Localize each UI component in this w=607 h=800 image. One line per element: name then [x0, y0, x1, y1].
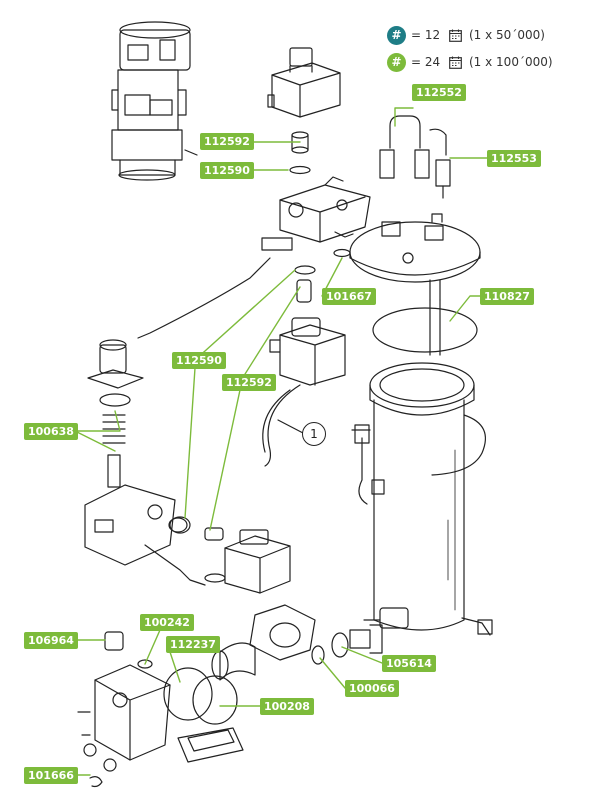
bottom-valve-body — [77, 631, 171, 772]
boiler-body — [351, 362, 493, 636]
sensor-cable — [137, 257, 271, 339]
boiler-fitting — [349, 624, 383, 654]
overview-assembly-thumbnail — [111, 21, 198, 181]
part-label-106964[interactable]: 106964 — [24, 632, 78, 649]
part-label-100638[interactable]: 100638 — [24, 423, 78, 440]
o-ring-101667 — [333, 248, 351, 258]
o-ring-100208 — [192, 675, 238, 725]
pump-assembly — [84, 339, 226, 586]
legend-interval-100000: (1 x 100´000) — [469, 55, 553, 69]
upper-solenoid-valve — [267, 47, 341, 175]
o-ring-105614 — [331, 632, 349, 658]
sensor-bracket — [261, 237, 293, 251]
legend: # = 12 (1 x 50´000) # = 24 (1 x 100´000) — [387, 26, 597, 74]
part-label-105614[interactable]: 105614 — [382, 655, 436, 672]
part-label-112592[interactable]: 112592 — [222, 374, 276, 391]
hose-1 — [262, 384, 301, 467]
leader-lines — [74, 91, 489, 776]
part-label-112553[interactable]: 112553 — [487, 150, 541, 167]
legend-badge-green: # — [387, 53, 406, 72]
upper-valve-block — [279, 176, 371, 243]
part-label-110827[interactable]: 110827 — [480, 288, 534, 305]
calendar-icon — [449, 56, 462, 69]
filter-frame — [177, 727, 244, 763]
part-label-112552[interactable]: 112552 — [412, 84, 466, 101]
gasket-112237 — [163, 667, 213, 721]
part-label-112237[interactable]: 112237 — [166, 636, 220, 653]
part-label-101667[interactable]: 101667 — [322, 288, 376, 305]
middle-solenoid-valve — [269, 265, 346, 386]
flow-meter-housing — [211, 604, 316, 681]
legend-badge-teal: # — [387, 26, 406, 45]
part-label-112590[interactable]: 112590 — [200, 162, 254, 179]
o-ring-100242 — [137, 659, 153, 669]
callout-leader — [277, 419, 304, 434]
lower-solenoid-coil — [204, 527, 291, 594]
o-ring-pump — [168, 517, 188, 533]
legend-count-24: = 24 — [411, 55, 441, 69]
part-label-100066[interactable]: 100066 — [345, 680, 399, 697]
part-label-100242[interactable]: 100242 — [140, 614, 194, 631]
part-label-101666[interactable]: 101666 — [24, 767, 78, 784]
o-ring-100066 — [311, 645, 325, 665]
clip-101666 — [89, 776, 103, 788]
flange-gasket — [372, 307, 478, 353]
part-label-112590[interactable]: 112590 — [172, 352, 226, 369]
callout-number-1: 1 — [302, 422, 326, 446]
part-label-100208[interactable]: 100208 — [260, 698, 314, 715]
legend-interval-50000: (1 x 50´000) — [469, 28, 545, 42]
calendar-icon — [449, 29, 462, 42]
part-label-112592[interactable]: 112592 — [200, 133, 254, 150]
legend-count-12: = 12 — [411, 28, 441, 42]
heater-flange — [349, 213, 481, 356]
heating-element-connectors — [379, 115, 451, 199]
